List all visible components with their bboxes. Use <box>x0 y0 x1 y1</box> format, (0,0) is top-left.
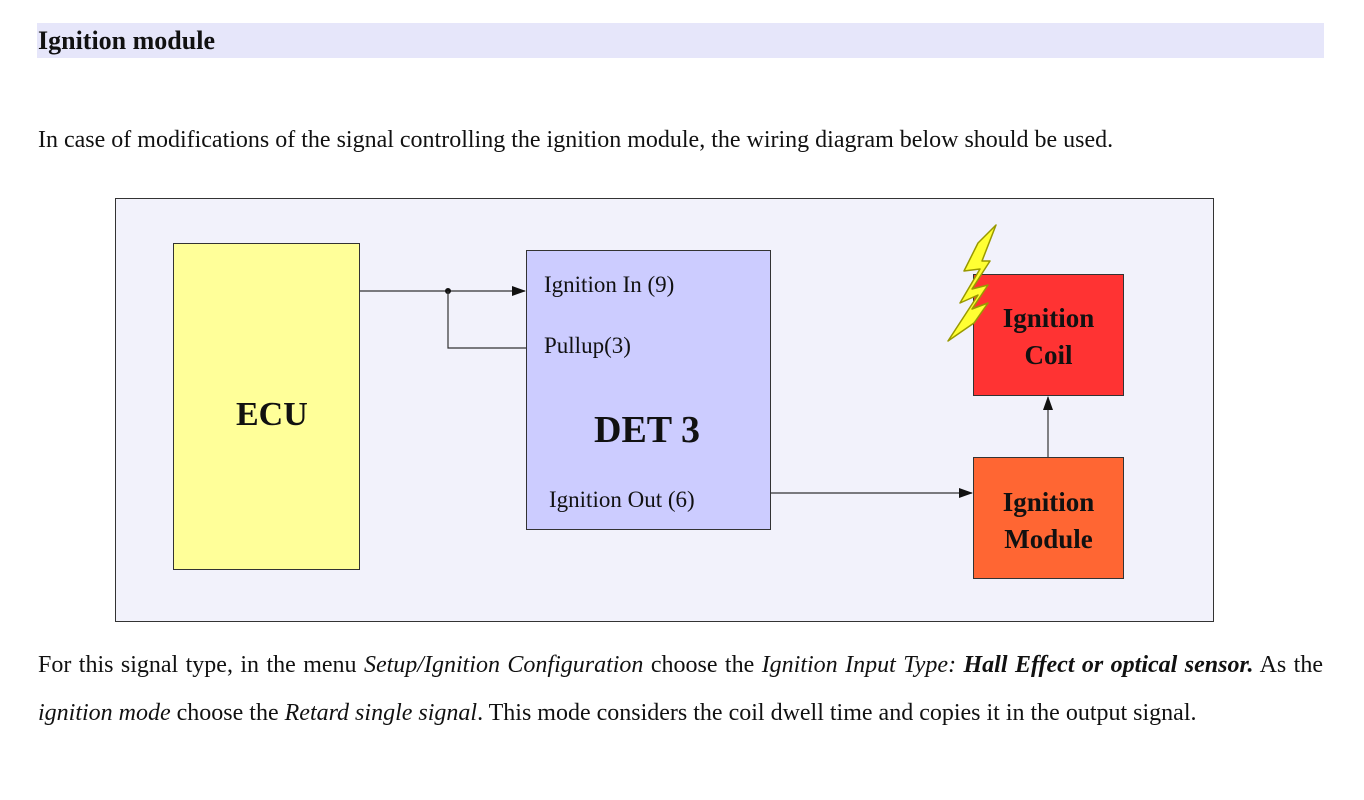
ignition-module-block <box>973 457 1124 579</box>
wiring-diagram: ECU Ignition In (9) Pullup(3) DET 3 Igni… <box>115 198 1214 622</box>
para-text-9: choose the <box>170 699 285 726</box>
wiring-lines <box>360 286 1053 498</box>
ignition-coil-block <box>973 274 1124 396</box>
para-text-7: As the <box>1253 652 1323 678</box>
ignition-mode-label: ignition mode <box>38 699 171 726</box>
ignition-in-label: Ignition In (9) <box>544 272 675 297</box>
section-heading: Ignition module <box>38 26 215 55</box>
coil-label-line1: Ignition <box>1002 303 1095 333</box>
det3-label: DET 3 <box>594 409 700 451</box>
input-type-label: Ignition Input Type: <box>761 652 957 678</box>
instruction-paragraph: For this signal type, in the menu Setup/… <box>38 642 1323 737</box>
menu-path: Setup/Ignition Configuration <box>363 652 644 678</box>
sensor-type: Hall Effect or optical sensor. <box>963 652 1254 678</box>
ecu-label: ECU <box>236 396 308 433</box>
module-label-line1: Ignition <box>1002 487 1095 517</box>
para-text-5 <box>956 652 963 678</box>
pullup-label: Pullup(3) <box>544 333 631 358</box>
ignition-out-label: Ignition Out (6) <box>549 487 695 512</box>
ignition-module-label: Ignition Module <box>973 484 1124 558</box>
coil-label-line2: Coil <box>1024 340 1073 370</box>
para-text-11: . This mode considers the coil dwell tim… <box>477 699 1197 726</box>
spark-icon <box>947 224 997 342</box>
section-heading-bar: Ignition module <box>37 23 1324 58</box>
ecu-block <box>173 243 360 570</box>
wire-pullup-branch <box>447 291 526 349</box>
module-label-line2: Module <box>1004 524 1093 554</box>
intro-text: In case of modifications of the signal c… <box>38 127 1114 153</box>
para-text-1: For this signal type, in the menu <box>38 652 364 678</box>
para-text-3: choose the <box>643 652 762 678</box>
det3-block <box>526 250 771 530</box>
ignition-coil-label: Ignition Coil <box>973 300 1124 374</box>
mode-value: Retard single signal <box>284 699 478 726</box>
